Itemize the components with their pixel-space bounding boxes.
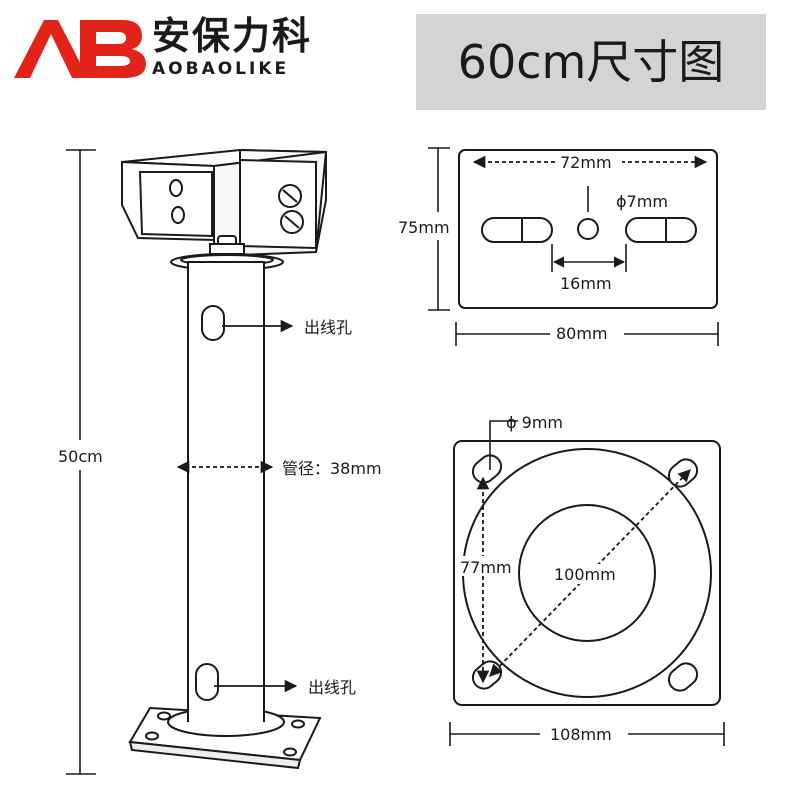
base-width-dimension <box>449 722 725 746</box>
gap-label: 16mm <box>560 274 612 293</box>
pole-base <box>128 706 322 770</box>
hole-leader <box>551 186 627 272</box>
top-plate-width-label: 80mm <box>556 324 608 343</box>
slot-span-label: 72mm <box>560 153 612 172</box>
base-hole-leader <box>489 420 518 470</box>
top-plate-slots <box>481 217 697 243</box>
base-width-label: 108mm <box>550 725 612 744</box>
title-banner: 60cm尺寸图 <box>416 14 766 110</box>
ceiling-bracket <box>121 148 328 271</box>
base-diagonal-label: 100mm <box>554 565 616 584</box>
hole-callout-bottom-label: 出线孔 <box>308 678 356 697</box>
tube-diameter-label: 管径：38mm <box>282 459 382 478</box>
height-dimension <box>66 149 96 775</box>
slot-span-label-bg <box>556 152 622 172</box>
brand-logo-icon <box>14 20 146 78</box>
base-diagonal-label-bg <box>552 564 622 584</box>
top-hole-label: ϕ7mm <box>616 192 668 211</box>
page-title: 60cm尺寸图 <box>457 35 725 89</box>
hole-callout-top-label: 出线孔 <box>304 318 352 337</box>
cable-hole-top <box>201 305 225 341</box>
pole <box>187 261 265 711</box>
brand-name-cn: 安保力科 <box>152 14 313 58</box>
top-plate-width-dimension <box>455 322 719 346</box>
base-hole-label: ϕ 9mm <box>506 413 563 432</box>
height-label: 50cm <box>58 447 103 466</box>
base-vertical-label: 77mm <box>460 558 512 577</box>
top-plate-height-dimension <box>428 147 450 311</box>
top-plate-height-label: 75mm <box>398 218 450 237</box>
cable-hole-bottom <box>195 663 219 701</box>
brand-name-en: AOBAOLIKE <box>152 59 290 79</box>
